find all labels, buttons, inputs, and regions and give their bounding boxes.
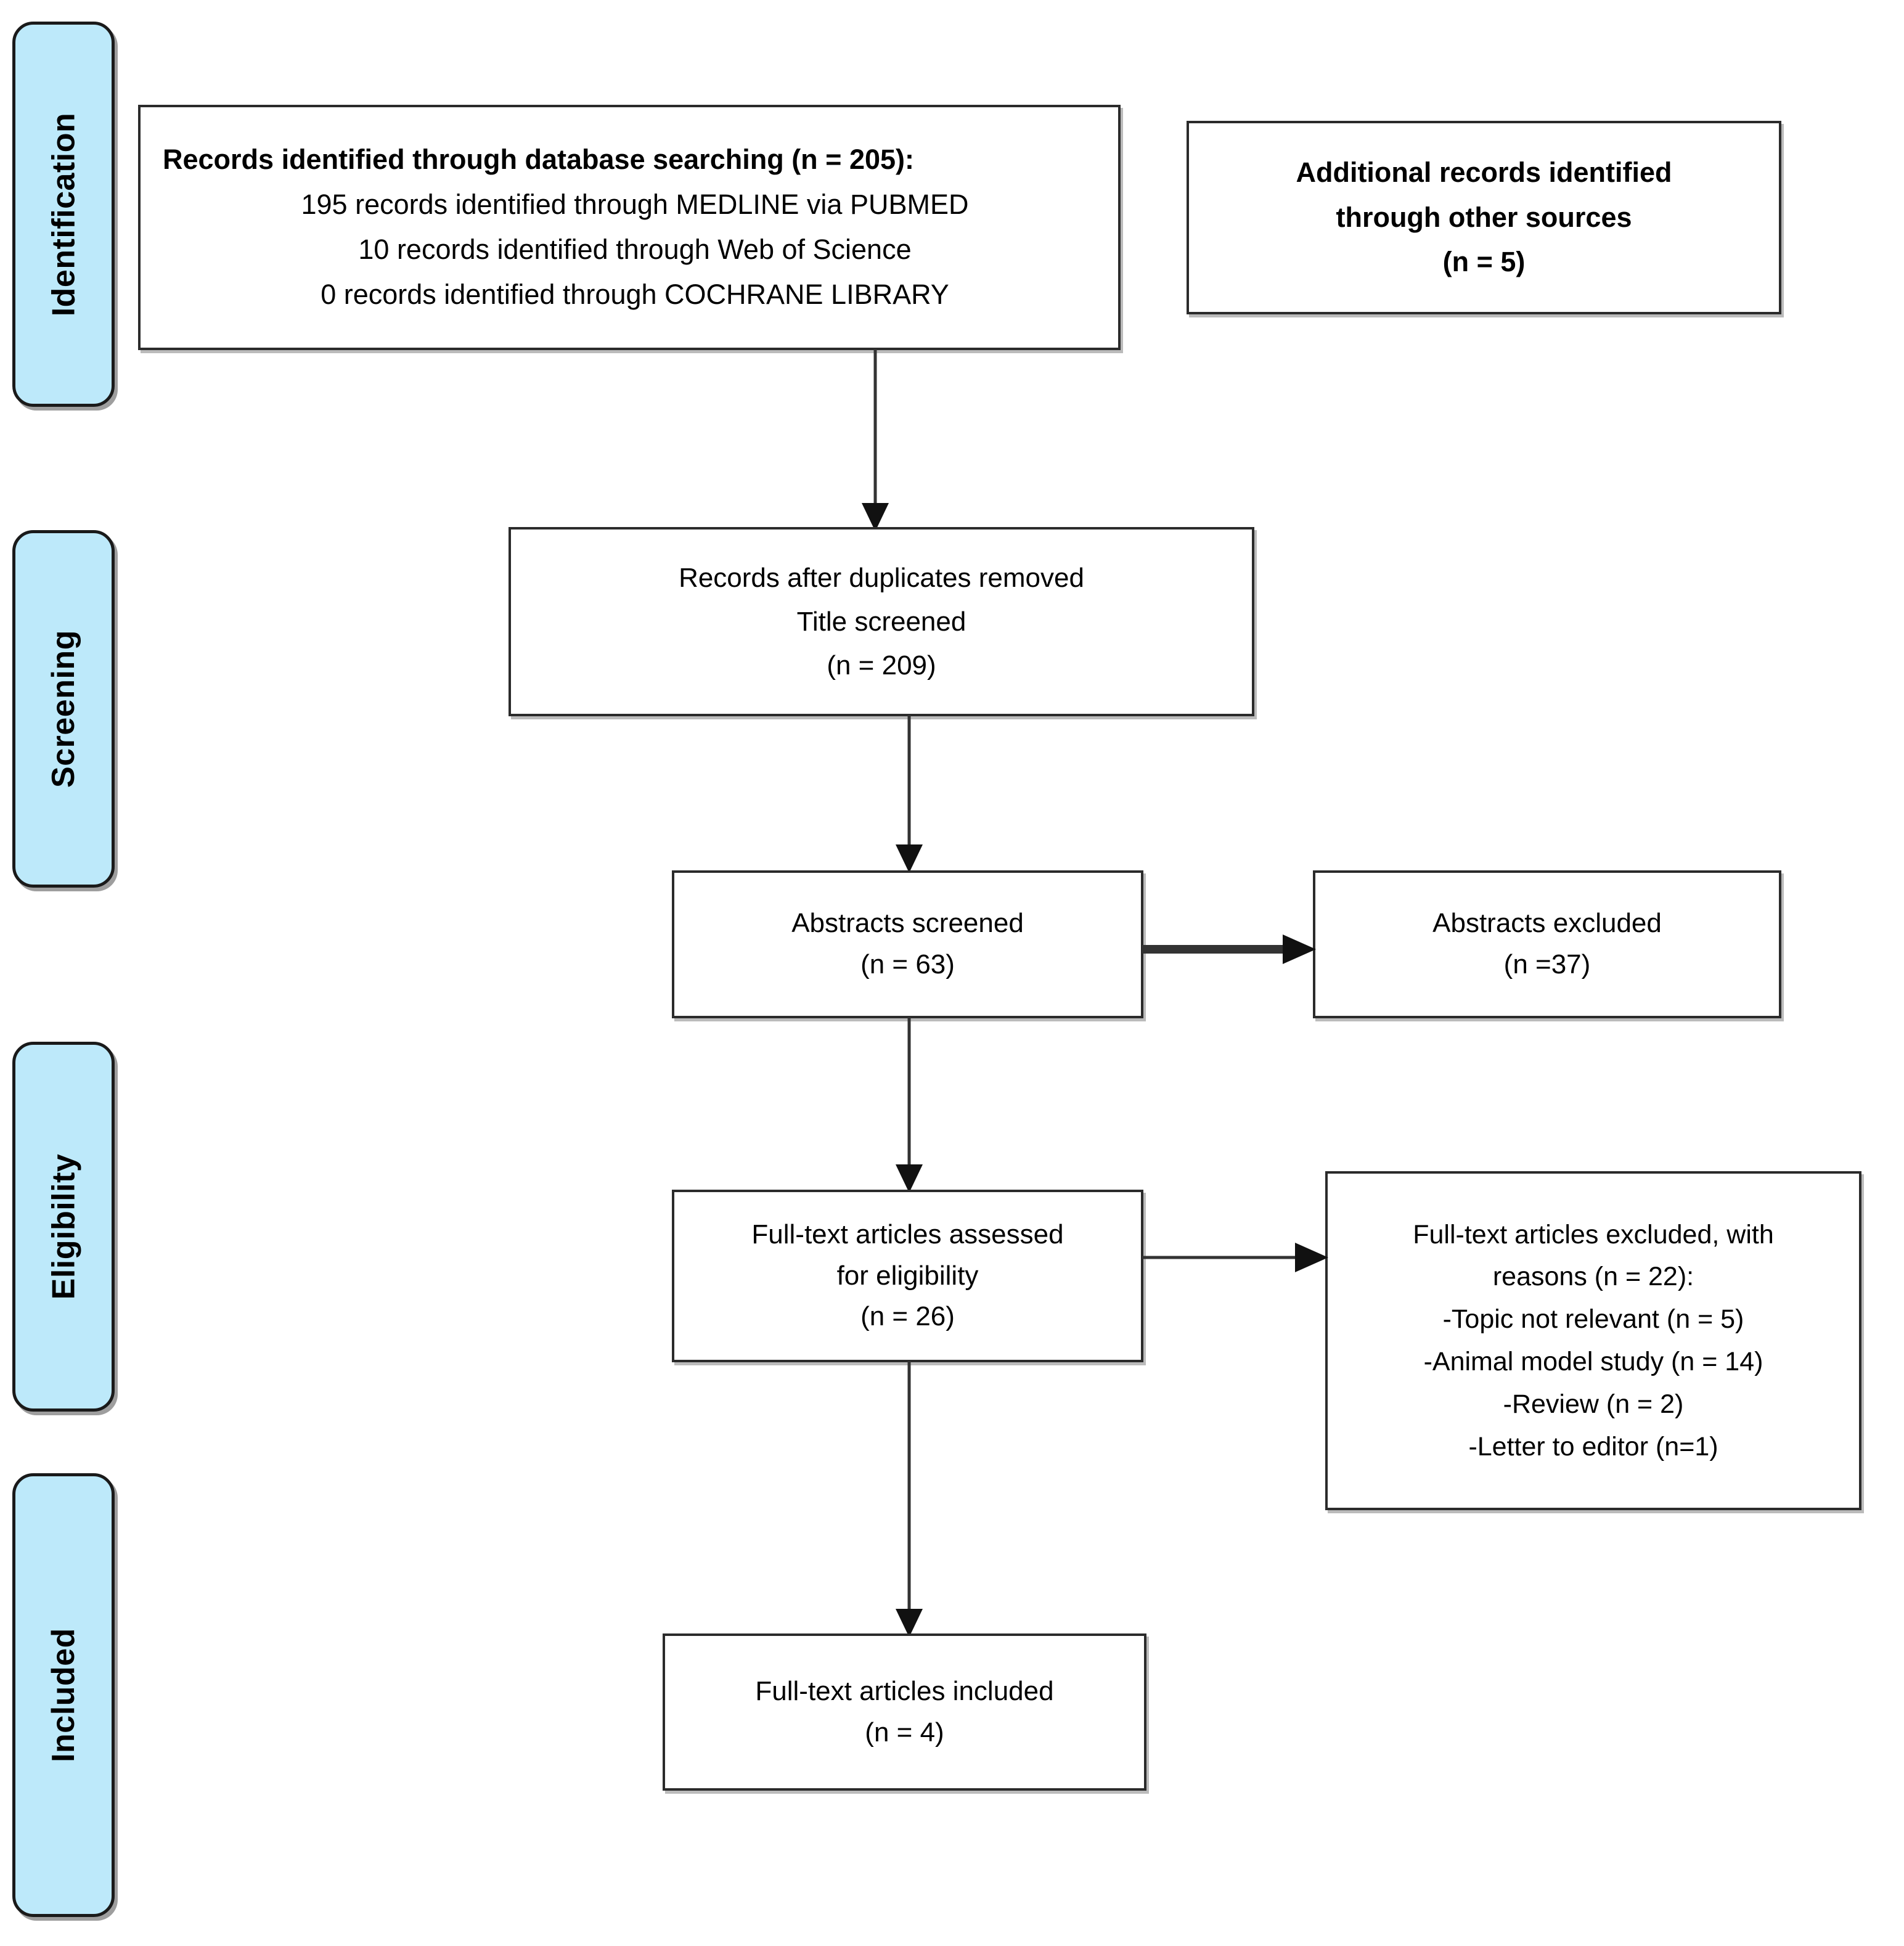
box-line: 0 records identified through COCHRANE LI… — [321, 278, 949, 310]
stage-label-screening: Screening — [46, 630, 82, 788]
stage-tab-included: Included — [12, 1473, 115, 1917]
box-line: Records after duplicates removed — [679, 562, 1084, 593]
stage-label-included: Included — [46, 1628, 82, 1762]
box-abstracts-screened: Abstracts screened (n = 63) — [672, 870, 1143, 1018]
box-line: for eligibility — [836, 1260, 979, 1291]
box-abstracts-excluded: Abstracts excluded (n =37) — [1313, 870, 1781, 1018]
box-line: (n = 4) — [865, 1717, 944, 1748]
box-line: (n = 209) — [827, 650, 936, 681]
box-line: (n = 63) — [860, 949, 955, 979]
box-line: 10 records identified through Web of Sci… — [358, 234, 912, 265]
box-line: (n = 5) — [1442, 246, 1526, 278]
box-fulltext-excluded-reasons: Full-text articles excluded, with reason… — [1325, 1171, 1861, 1510]
arrow-fulltext-to-included — [896, 1361, 923, 1637]
box-line: Abstracts screened — [791, 908, 1024, 939]
box-fulltext-included: Full-text articles included (n = 4) — [663, 1633, 1146, 1791]
box-fulltext-assessed: Full-text articles assessed for eligibil… — [672, 1190, 1143, 1362]
box-line: Full-text articles included — [755, 1675, 1054, 1706]
arrow-abstracts-to-fulltext — [896, 1017, 923, 1193]
box-line: Full-text articles assessed — [751, 1219, 1064, 1249]
arrow-abstracts-screened-to-excluded — [1142, 934, 1316, 964]
box-line: (n =37) — [1503, 949, 1591, 979]
box-records-after-duplicates: Records after duplicates removed Title s… — [509, 527, 1254, 716]
box-line: Full-text articles excluded, with — [1413, 1219, 1774, 1249]
box-line: through other sources — [1336, 201, 1632, 233]
box-line: -Letter to editor (n=1) — [1468, 1431, 1718, 1462]
box-line: 195 records identified through MEDLINE v… — [301, 189, 969, 221]
box-line: -Topic not relevant (n = 5) — [1442, 1304, 1744, 1335]
stage-tab-eligibility: Eligibility — [12, 1042, 115, 1412]
box-line: Abstracts excluded — [1432, 908, 1662, 939]
box-line: Records identified through database sear… — [163, 144, 914, 176]
box-line: -Animal model study (n = 14) — [1423, 1347, 1763, 1376]
box-line: -Review (n = 2) — [1503, 1389, 1684, 1419]
arrow-database-to-duplicates — [862, 349, 889, 531]
stage-tab-identification: Identification — [12, 22, 115, 407]
stage-label-identification: Identification — [46, 112, 81, 316]
arrow-duplicates-to-abstracts — [896, 715, 923, 873]
box-line: (n = 26) — [860, 1301, 955, 1332]
box-line: Additional records identified — [1296, 156, 1672, 188]
box-line: reasons (n = 22): — [1492, 1262, 1694, 1292]
arrow-fulltext-to-reasons — [1142, 1243, 1328, 1272]
box-records-identified-database: Records identified through database sear… — [138, 105, 1121, 350]
stage-tab-screening: Screening — [12, 530, 115, 888]
box-line: Title screened — [796, 606, 966, 637]
stage-label-eligibility: Eligibility — [46, 1153, 82, 1300]
box-additional-records: Additional records identified through ot… — [1187, 121, 1781, 314]
